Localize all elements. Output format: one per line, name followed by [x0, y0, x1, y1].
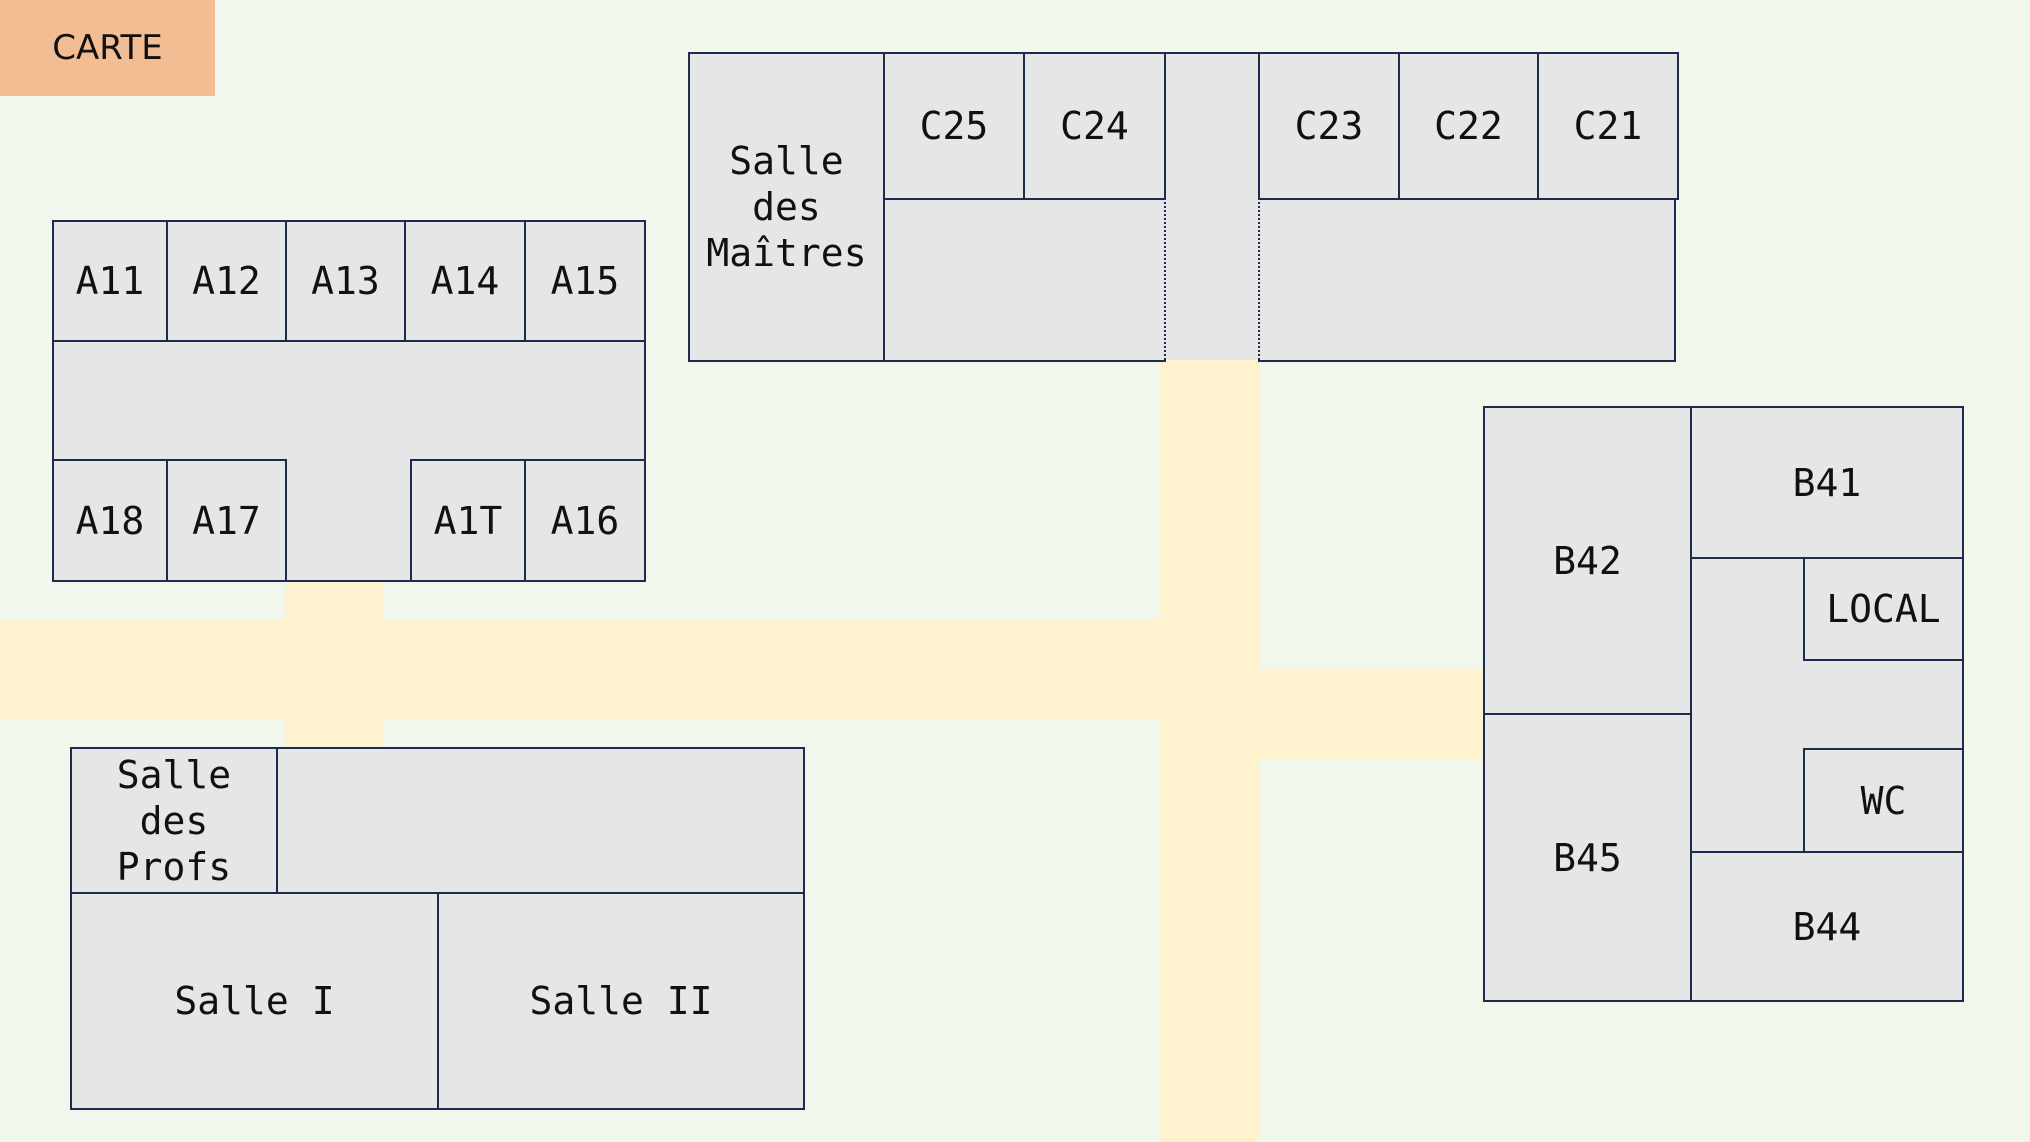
room-a12[interactable]: A12 — [166, 220, 287, 342]
room-b42[interactable]: B42 — [1483, 406, 1692, 715]
room-a11[interactable]: A11 — [52, 220, 168, 342]
room-c22[interactable]: C22 — [1398, 52, 1539, 200]
room-local[interactable]: LOCAL — [1803, 557, 1964, 661]
room-a15[interactable]: A15 — [524, 220, 646, 342]
room-wc[interactable]: WC — [1803, 748, 1964, 853]
room-b44[interactable]: B44 — [1690, 851, 1964, 1002]
room-b41[interactable]: B41 — [1690, 406, 1964, 559]
room-a16[interactable]: A16 — [524, 459, 646, 582]
room-c24[interactable]: C24 — [1023, 52, 1166, 200]
room-a1t[interactable]: A1T — [410, 459, 526, 582]
path-horizontal-main — [0, 619, 1160, 720]
room-c23[interactable]: C23 — [1258, 52, 1400, 200]
room-salle-1[interactable]: Salle I — [70, 892, 439, 1110]
room-c25[interactable]: C25 — [883, 52, 1025, 200]
corridor-door-right — [1258, 198, 1260, 360]
building-c-corridor — [1164, 52, 1260, 360]
room-a13[interactable]: A13 — [285, 220, 406, 342]
room-salle-2[interactable]: Salle II — [437, 892, 805, 1110]
corridor-door-left — [1164, 198, 1166, 360]
room-salle-des-profs[interactable]: Salle des Profs — [70, 747, 278, 894]
path-vertical-main — [1159, 360, 1260, 1142]
path-connector-a — [285, 580, 383, 750]
path-east — [1260, 670, 1485, 760]
room-a18[interactable]: A18 — [52, 459, 168, 582]
room-salle-des-maitres[interactable]: Salle des Maîtres — [688, 52, 885, 362]
room-b45[interactable]: B45 — [1483, 713, 1692, 1002]
room-a17[interactable]: A17 — [166, 459, 287, 582]
room-c21[interactable]: C21 — [1537, 52, 1679, 200]
map-title: CARTE — [0, 0, 215, 96]
room-a14[interactable]: A14 — [404, 220, 526, 342]
